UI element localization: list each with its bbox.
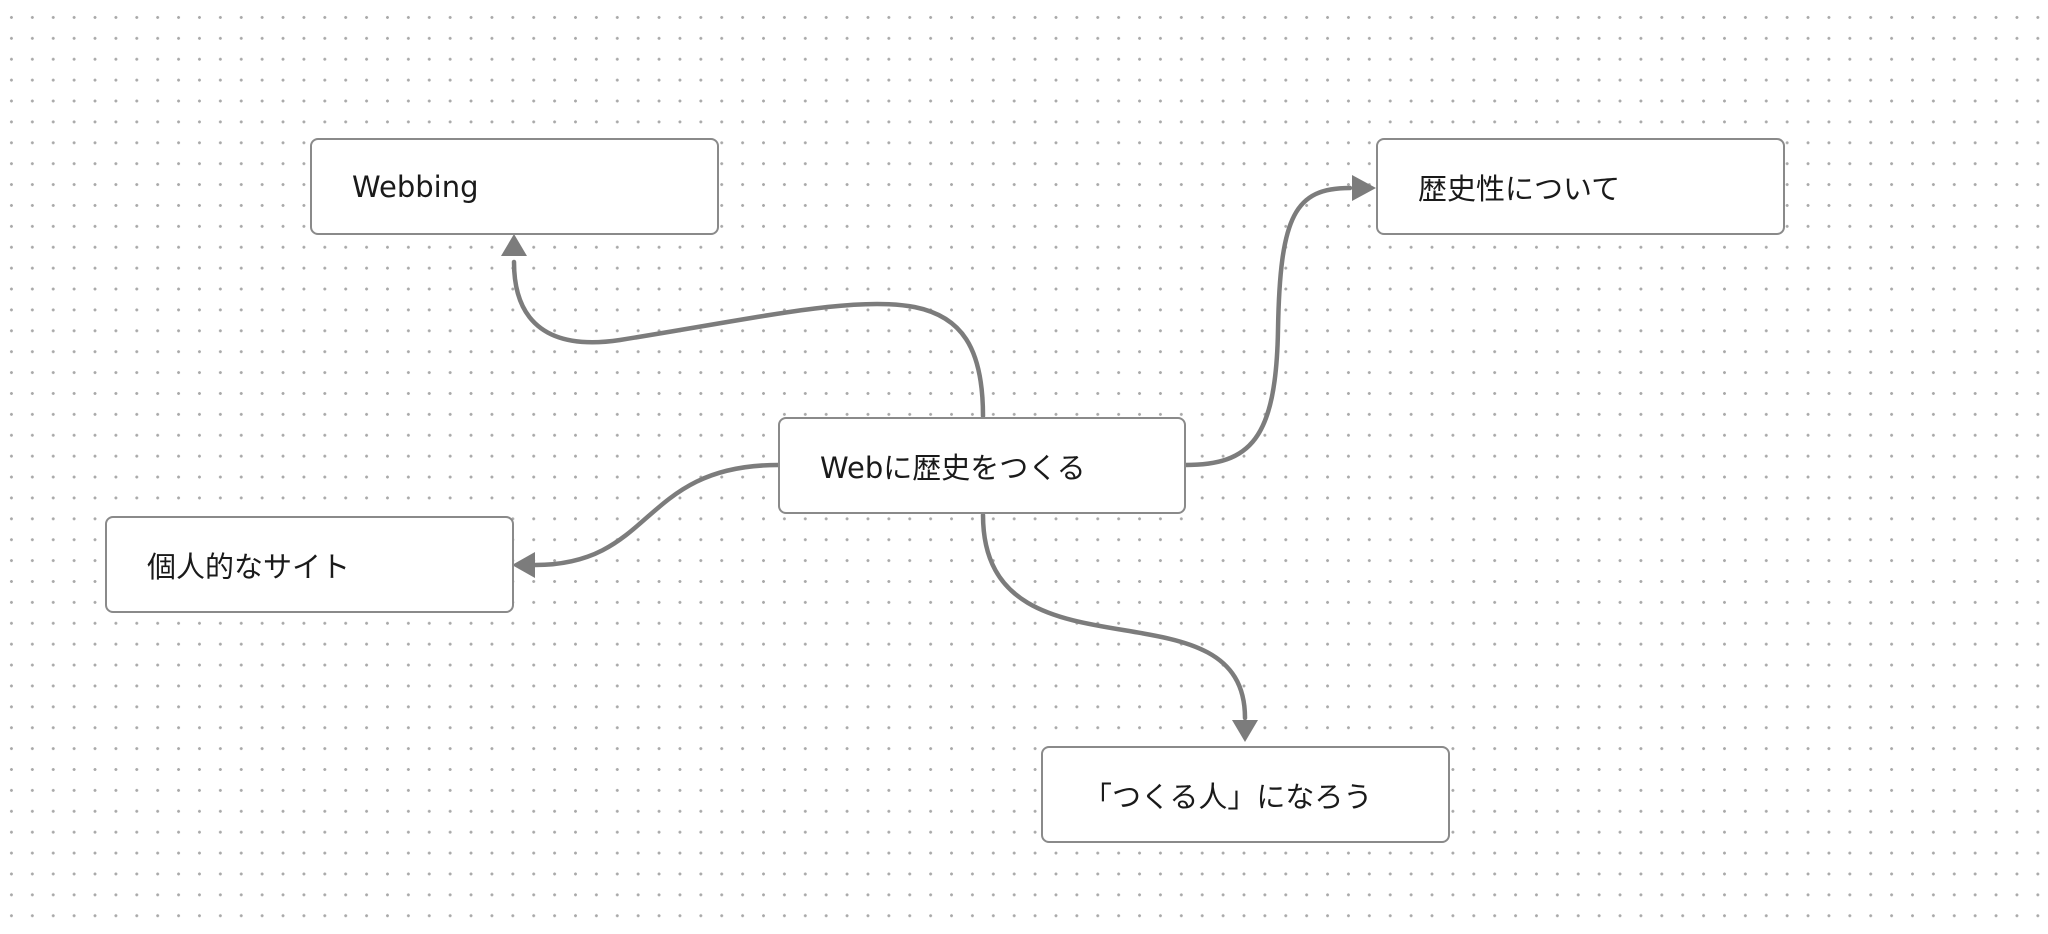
- node-webbing-label: Webbing: [352, 169, 479, 204]
- node-history-label: 歴史性について: [1418, 171, 1621, 206]
- node-personal[interactable]: 個人的なサイト: [105, 516, 514, 613]
- node-maker[interactable]: 「つくる人」になろう: [1041, 746, 1450, 843]
- node-center[interactable]: Webに歴史をつくる: [778, 417, 1186, 514]
- edge-center-to-personal: [532, 462, 781, 568]
- node-maker-label: 「つくる人」になろう: [1083, 779, 1373, 814]
- edge-center-to-webbing: [511, 259, 986, 419]
- node-webbing[interactable]: Webbing: [310, 138, 719, 235]
- arrowhead-maker: [1232, 720, 1258, 742]
- arrowhead-history: [1352, 175, 1376, 201]
- node-history[interactable]: 歴史性について: [1376, 138, 1785, 235]
- edge-center-to-history: [1182, 185, 1353, 468]
- arrowhead-personal: [512, 552, 535, 578]
- node-center-label: Webに歴史をつくる: [820, 450, 1086, 485]
- edge-center-to-maker: [980, 512, 1248, 721]
- arrowhead-webbing: [501, 234, 527, 256]
- node-personal-label: 個人的なサイト: [147, 549, 351, 584]
